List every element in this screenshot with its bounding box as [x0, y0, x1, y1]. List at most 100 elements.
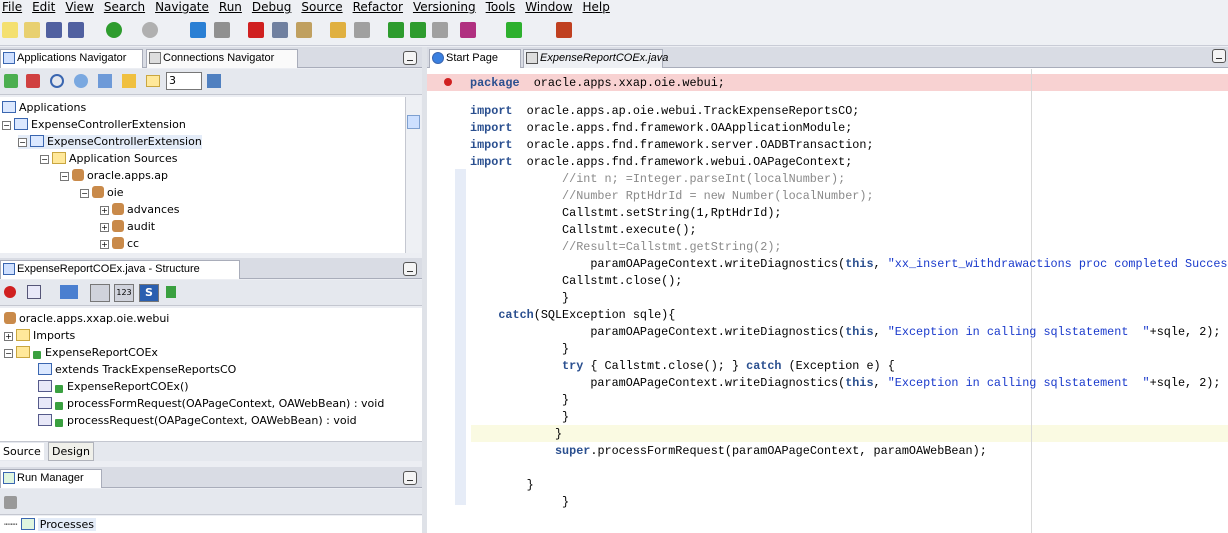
menu-debug[interactable]: Debug — [251, 0, 292, 14]
new-icon[interactable] — [2, 22, 18, 38]
breakpoint-icon[interactable] — [444, 78, 452, 86]
tree-item[interactable]: −ExpenseControllerExtension — [2, 118, 186, 132]
sync-icon[interactable] — [98, 74, 112, 88]
deploy-icon[interactable] — [354, 22, 370, 38]
node-label: extends TrackExpenseReportsCO — [55, 363, 237, 376]
tree-item[interactable]: +cc — [100, 237, 139, 251]
menu-file[interactable]: File — [2, 0, 23, 14]
tab-source[interactable]: Source — [0, 443, 44, 460]
stop-icon[interactable] — [4, 496, 17, 509]
tree-item[interactable]: −ExpenseControllerExtension — [18, 135, 202, 149]
tree-item[interactable]: Applications — [2, 101, 86, 115]
minimize-button[interactable] — [403, 262, 417, 276]
menu-view[interactable]: View — [65, 0, 94, 14]
filter-icon[interactable] — [122, 74, 136, 88]
tree-item-processes[interactable]: ┈┈ Processes — [4, 518, 96, 531]
step-icon[interactable] — [556, 22, 572, 38]
tree-item[interactable]: processRequest(OAPageContext, OAWebBean)… — [38, 414, 357, 428]
tree-item[interactable]: oracle.apps.xxap.oie.webui — [4, 312, 169, 326]
depth-stepper[interactable]: 3 — [166, 72, 202, 90]
code-line: //Result=Callstmt.getString(2); — [470, 239, 781, 255]
cancel-build-icon[interactable] — [432, 22, 448, 38]
debug-icon[interactable] — [506, 22, 522, 38]
menu-refactor[interactable]: Refactor — [352, 0, 403, 14]
expander-icon[interactable]: − — [2, 121, 11, 130]
new-view-icon[interactable] — [27, 285, 41, 299]
tree-item[interactable]: −oie — [80, 186, 124, 200]
clean-icon[interactable] — [330, 22, 346, 38]
tab-label: ExpenseReportCOEx.java - Structure — [17, 263, 200, 275]
tree-item[interactable]: −oracle.apps.ap — [60, 169, 168, 183]
show-methods-toggle[interactable] — [90, 284, 110, 302]
tab-list-button[interactable] — [1212, 49, 1226, 63]
cut-icon[interactable] — [248, 22, 264, 38]
tab-structure[interactable]: ExpenseReportCOEx.java - Structure — [0, 260, 240, 279]
expander-icon[interactable]: + — [100, 223, 109, 232]
minimize-button[interactable] — [403, 51, 417, 65]
show-static-toggle[interactable]: S — [139, 284, 159, 302]
tab-applications-navigator[interactable]: Applications Navigator — [0, 49, 143, 68]
code-text: paramOAPageContext.writeDiagnostics( — [470, 376, 846, 390]
tab-expensereportcoex-java[interactable]: ExpenseReportCOEx.java — [523, 49, 668, 68]
minimize-button[interactable] — [403, 471, 417, 485]
menu-run[interactable]: Run — [218, 0, 242, 14]
keyword: this — [845, 325, 874, 339]
expander-icon[interactable]: + — [100, 206, 109, 215]
tree-item[interactable]: +advances — [100, 203, 180, 217]
back-icon[interactable] — [106, 22, 122, 38]
expander-icon[interactable]: − — [4, 349, 13, 358]
delete-icon[interactable] — [26, 74, 40, 88]
folder-icon[interactable] — [146, 75, 160, 87]
expander-icon[interactable]: − — [80, 189, 89, 198]
undo-icon[interactable] — [190, 22, 206, 38]
tree-item[interactable]: −ExpenseReportCOEx — [4, 346, 158, 360]
show-public-icon[interactable] — [166, 286, 176, 298]
code-text: +sqle, 2); — [1149, 325, 1221, 339]
tree-item[interactable]: extends TrackExpenseReportsCO — [38, 363, 236, 377]
save-all-icon[interactable] — [68, 22, 84, 38]
tree-item[interactable]: ExpenseReportCOEx() — [38, 380, 189, 394]
menu-source[interactable]: Source — [301, 0, 343, 14]
show-fields-toggle[interactable]: 123 — [114, 284, 134, 302]
expander-icon[interactable]: − — [18, 138, 27, 147]
open-icon[interactable] — [24, 22, 40, 38]
expander-icon[interactable]: − — [60, 172, 69, 181]
menu-tools[interactable]: Tools — [485, 0, 516, 14]
sort-icon[interactable] — [207, 74, 221, 88]
rebuild-icon[interactable] — [410, 22, 426, 38]
code-text: } — [470, 495, 570, 509]
menu-versioning[interactable]: Versioning — [412, 0, 476, 14]
sort-icon[interactable] — [60, 285, 78, 299]
menu-window[interactable]: Window — [525, 0, 573, 14]
search-icon[interactable] — [50, 74, 64, 88]
add-icon[interactable] — [4, 74, 18, 88]
tree-item[interactable]: +Imports — [4, 329, 75, 343]
expander-icon[interactable]: + — [100, 240, 109, 249]
expander-icon[interactable]: + — [4, 332, 13, 341]
menu-search[interactable]: Search — [103, 0, 146, 14]
refresh-icon[interactable] — [74, 74, 88, 88]
make-icon[interactable] — [388, 22, 404, 38]
run-icon[interactable] — [460, 22, 476, 38]
tab-label: Run Manager — [17, 472, 84, 484]
save-icon[interactable] — [46, 22, 62, 38]
tree-item[interactable]: +audit — [100, 220, 155, 234]
tab-connections-navigator[interactable]: Connections Navigator — [146, 49, 298, 68]
pin-icon[interactable] — [4, 286, 16, 298]
splitter[interactable] — [422, 47, 427, 533]
copy-icon[interactable] — [272, 22, 288, 38]
tab-run-manager[interactable]: Run Manager — [0, 469, 102, 488]
navigator-scrollbar[interactable] — [405, 97, 421, 253]
tab-start-page[interactable]: Start Page — [429, 49, 521, 68]
menu-edit[interactable]: Edit — [32, 0, 56, 14]
tree-item[interactable]: processFormRequest(OAPageContext, OAWebB… — [38, 397, 384, 411]
redo-icon[interactable] — [214, 22, 230, 38]
code-editor[interactable]: package oracle.apps.xxap.oie.webui;impor… — [470, 69, 1228, 533]
forward-icon[interactable] — [142, 22, 158, 38]
menu-navigate[interactable]: Navigate — [155, 0, 209, 14]
menu-help[interactable]: Help — [582, 0, 610, 14]
expander-icon[interactable]: − — [40, 155, 49, 164]
paste-icon[interactable] — [296, 22, 312, 38]
tree-item[interactable]: −Application Sources — [40, 152, 177, 166]
tab-design[interactable]: Design — [48, 442, 94, 461]
